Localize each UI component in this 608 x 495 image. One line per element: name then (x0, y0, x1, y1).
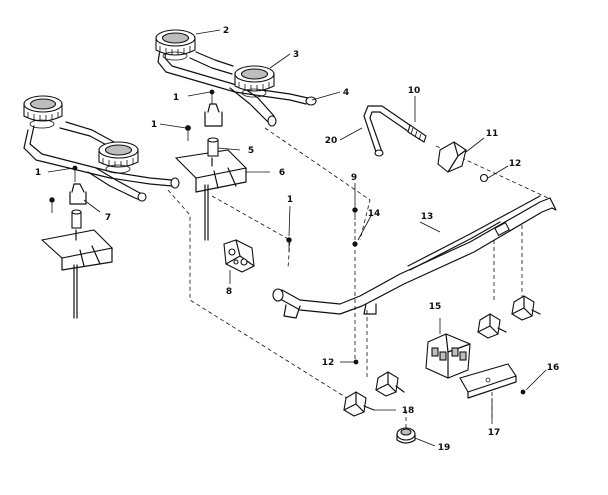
callout-20: 20 (325, 136, 338, 146)
callout-7: 7 (105, 213, 111, 223)
leader-lines (47, 29, 547, 447)
callout-14: 14 (368, 209, 381, 219)
callout-15: 15 (429, 302, 442, 312)
callout-1: 1 (287, 195, 293, 205)
burner-head (23, 95, 63, 129)
gas-tube-and-fittings (363, 105, 489, 183)
left-burner-assembly (23, 95, 180, 319)
callout-10: 10 (408, 86, 421, 96)
callouts: 1 1 1 1 2 3 4 5 6 7 8 9 10 11 12 12 13 1… (35, 26, 559, 453)
manifold-pipe (272, 195, 557, 319)
hardware (286, 207, 526, 395)
callout-17: 17 (488, 428, 501, 438)
callout-2: 2 (223, 26, 229, 36)
orifice-cap (396, 427, 416, 444)
callout-18: 18 (402, 406, 415, 416)
burner-head (98, 141, 139, 174)
callout-12: 12 (322, 358, 335, 368)
callout-16: 16 (547, 363, 560, 373)
callout-3: 3 (293, 50, 299, 60)
callout-12: 12 (509, 159, 522, 169)
callout-11: 11 (486, 129, 499, 139)
callout-5: 5 (248, 146, 254, 156)
callout-19: 19 (438, 443, 451, 453)
callout-9: 9 (351, 173, 357, 183)
callout-1: 1 (35, 168, 41, 178)
callout-8: 8 (226, 287, 232, 297)
callout-13: 13 (421, 212, 434, 222)
burner-valves (343, 295, 541, 417)
callout-1: 1 (151, 120, 157, 130)
spark-module (425, 333, 471, 379)
callout-6: 6 (279, 168, 285, 178)
burner-head (234, 65, 275, 98)
burner-head (155, 29, 196, 61)
valve-body (223, 239, 255, 273)
rear-burner-assembly (155, 29, 317, 241)
callout-1: 1 (173, 93, 179, 103)
callout-4: 4 (343, 88, 349, 98)
cover-bracket (459, 363, 517, 399)
